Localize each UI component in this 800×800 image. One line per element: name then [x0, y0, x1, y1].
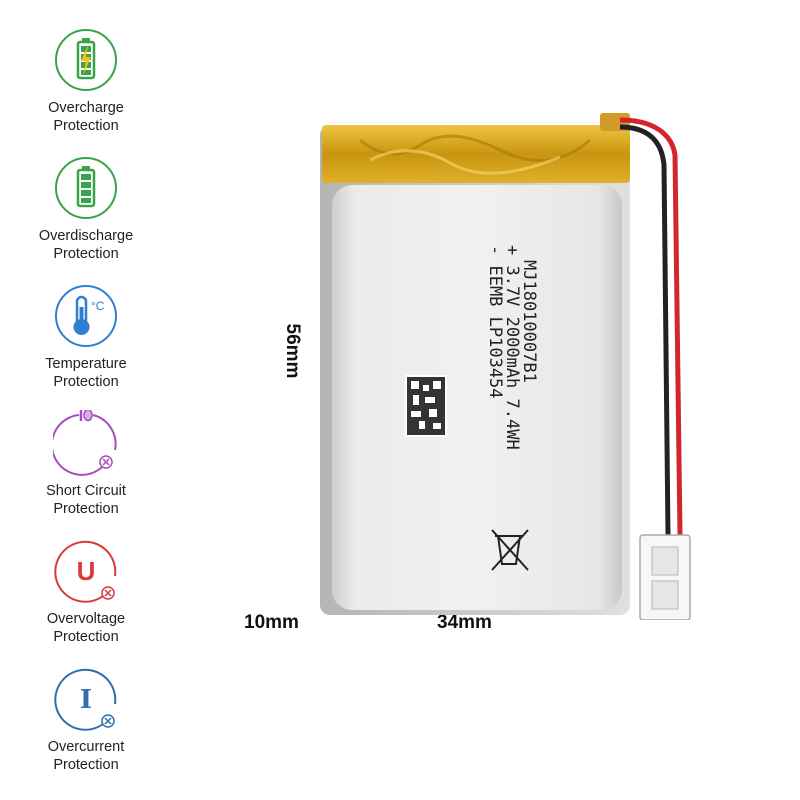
feature-label-line2: Protection: [53, 246, 119, 262]
feature-overdischarge: Overdischarge Protection: [16, 155, 156, 263]
battery-full-icon: [55, 157, 117, 219]
battery-label-line1: - EEMB LP103454: [485, 245, 505, 399]
feature-short-circuit: Short Circuit Protection: [16, 410, 156, 518]
feature-overvoltage: U Overvoltage Protection: [16, 538, 156, 646]
feature-label-line1: Overcurrent: [47, 739, 125, 755]
qr-code: [405, 375, 447, 437]
feature-label-line1: Overvoltage: [46, 611, 126, 627]
width-dimension-label: 34mm: [437, 612, 492, 633]
celsius-symbol: °C: [91, 299, 105, 313]
feature-overcurrent: I Overcurrent Protection: [16, 666, 156, 774]
feature-label-line1: Temperature: [45, 356, 127, 372]
short-circuit-icon: [53, 410, 117, 476]
battery-label-line3: MJ18010007B1: [519, 260, 539, 383]
battery-body: [332, 185, 622, 610]
feature-label-line1: Short Circuit: [46, 483, 126, 499]
feature-temperature: °C Temperature Protection: [16, 283, 156, 391]
u-glyph: U: [77, 556, 96, 586]
feature-label-line2: Protection: [53, 501, 119, 517]
feature-label-line2: Protection: [53, 629, 119, 645]
black-wire: [619, 124, 671, 536]
red-wire: [619, 117, 683, 536]
battery-image: - EEMB LP103454 + 3.7V 2000mAh 7.4WH MJ1…: [320, 113, 691, 620]
voltage-u-icon: U: [54, 540, 117, 603]
feature-label-line2: Protection: [53, 374, 119, 390]
battery-label-line2: + 3.7V 2000mAh 7.4WH: [502, 245, 522, 450]
kapton-tape: [322, 125, 630, 183]
thickness-dimension-label: 10mm: [244, 612, 299, 633]
current-i-icon: I: [54, 668, 117, 731]
battery-charging-icon: [55, 29, 117, 91]
weee-bin-icon: [491, 529, 529, 571]
feature-label-line2: Protection: [53, 757, 119, 773]
thermometer-icon: °C: [55, 285, 117, 347]
feature-label-line1: Overcharge: [48, 100, 124, 116]
feature-label-line2: Protection: [53, 118, 119, 134]
feature-overcharge: Overcharge Protection: [16, 27, 156, 135]
feature-label-line1: Overdischarge: [38, 228, 134, 244]
i-glyph: I: [80, 685, 92, 715]
